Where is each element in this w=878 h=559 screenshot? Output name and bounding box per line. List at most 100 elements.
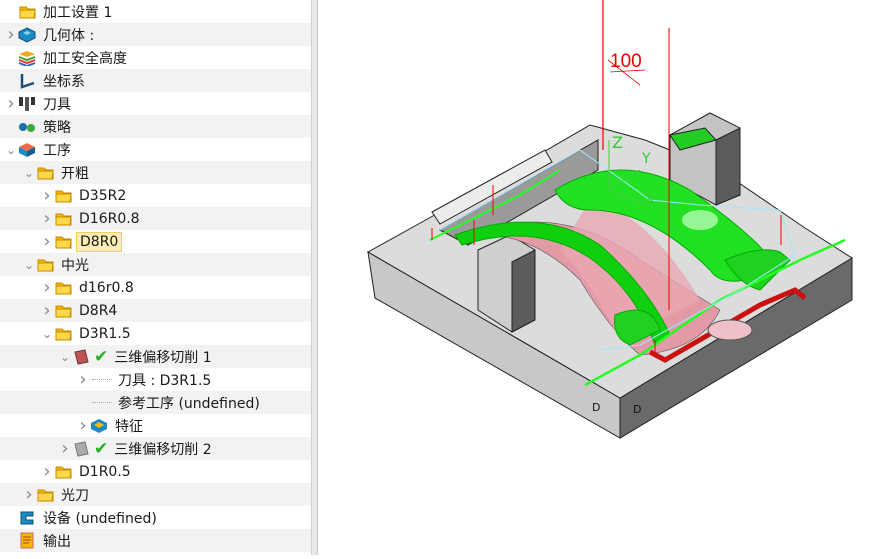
chevron-spacer (4, 69, 18, 92)
tools-icon (18, 95, 36, 113)
folder-icon (18, 3, 36, 21)
tree-item-label: 三维偏移切削 1 (114, 349, 212, 366)
toolpath-gray-icon (72, 440, 90, 458)
chevron-right-icon[interactable]: › (43, 185, 51, 206)
tree-item[interactable]: ⌄ 工序 (0, 138, 311, 161)
toolpath-dome (554, 169, 771, 282)
chevron-down-icon[interactable]: ⌄ (41, 326, 53, 341)
check-icon: ✔ (94, 438, 109, 459)
folder-icon (54, 233, 72, 251)
tree-connector (92, 402, 112, 403)
chevron-right-icon[interactable]: › (43, 277, 51, 298)
tree-item[interactable]: › d16r0.8 (0, 276, 311, 299)
tree-item[interactable]: 参考工序 (undefined) (0, 391, 311, 414)
folder-icon (36, 164, 54, 182)
tree-item-label: 开粗 (61, 165, 89, 182)
tree-item[interactable]: ⌄ 中光 (0, 253, 311, 276)
tree-item-label: 三维偏移切削 2 (114, 441, 212, 458)
chevron-spacer (4, 115, 18, 138)
tree-item-label: 刀具 (43, 96, 71, 113)
folder-icon (54, 187, 72, 205)
output-icon (18, 532, 36, 550)
operation-tree[interactable]: 加工设置 1›几何体 :加工安全高度坐标系›刀具策略⌄工序⌄开粗›D35R2›D… (0, 0, 312, 555)
tree-item[interactable]: ›特征 (0, 414, 311, 437)
tree-item[interactable]: › 几何体 : (0, 23, 311, 46)
toolpath-icon (72, 348, 90, 366)
tree-item[interactable]: ›D1R0.5 (0, 460, 311, 483)
gears-icon (18, 118, 36, 136)
tree-item[interactable]: › 刀具 (0, 92, 311, 115)
tree-item[interactable]: › 光刀 (0, 483, 311, 506)
chevron-right-icon[interactable]: › (43, 461, 51, 482)
3d-viewport[interactable]: 100 Z Y X D D (318, 0, 878, 555)
chevron-spacer (4, 46, 18, 69)
tree-item-label: D16R0.8 (79, 210, 140, 227)
tree-item[interactable]: 设备 (undefined) (0, 506, 311, 529)
feature-icon (90, 417, 108, 435)
red-rod (648, 287, 807, 363)
chevron-down-icon[interactable]: ⌄ (23, 257, 35, 272)
folder-icon (54, 302, 72, 320)
tree-scrollbar[interactable] (312, 0, 318, 555)
geometry-icon (18, 26, 36, 44)
tree-item[interactable]: ›D8R4 (0, 299, 311, 322)
tree-item[interactable]: › ✔ 三维偏移切削 2 (0, 437, 311, 460)
chevron-right-icon[interactable]: › (43, 300, 51, 321)
part-model: 100 Z Y X D D (366, 0, 853, 439)
chevron-right-icon[interactable]: › (25, 484, 33, 505)
dimension-label: 100 (610, 51, 642, 72)
tree-item-label: D8R0 (76, 231, 123, 252)
tree-connector (92, 379, 112, 380)
tree-item-label: 几何体 : (43, 27, 95, 44)
chevron-right-icon[interactable]: › (7, 24, 15, 45)
tree-item[interactable]: › D35R2 (0, 184, 311, 207)
tree-item-label: d16r0.8 (79, 279, 134, 296)
chevron-spacer (4, 529, 18, 552)
tree-item[interactable]: 策略 (0, 115, 311, 138)
part-mark: D (633, 403, 641, 416)
tree-item[interactable]: › D8R0 (0, 230, 311, 253)
folder-icon (36, 486, 54, 504)
chevron-spacer (4, 0, 18, 23)
tree-item-label: D35R2 (79, 187, 127, 204)
tree-item[interactable]: ›刀具 : D3R1.5 (0, 368, 311, 391)
chevron-right-icon[interactable]: › (43, 208, 51, 229)
tree-item[interactable]: ⌄ D3R1.5 (0, 322, 311, 345)
coordinate-system-icon (18, 72, 36, 90)
tree-item[interactable]: 输出 (0, 529, 311, 552)
tree-item[interactable]: 加工安全高度 (0, 46, 311, 69)
chevron-right-icon[interactable]: › (61, 438, 69, 459)
chevron-down-icon[interactable]: ⌄ (23, 165, 35, 180)
axis-y-label: Y (641, 151, 651, 167)
tree-item-label: D3R1.5 (79, 325, 131, 342)
tree-item[interactable]: 加工设置 1 (0, 0, 311, 23)
folder-icon (54, 463, 72, 481)
tree-item[interactable]: ⌄ 开粗 (0, 161, 311, 184)
tree-item-label: 策略 (43, 119, 71, 136)
chevron-right-icon[interactable]: › (79, 415, 87, 436)
tree-item[interactable]: › D16R0.8 (0, 207, 311, 230)
folder-icon (54, 210, 72, 228)
chevron-right-icon[interactable]: › (79, 369, 87, 390)
chevron-right-icon[interactable]: › (43, 231, 51, 252)
chevron-right-icon[interactable]: › (7, 93, 15, 114)
tree-item-label: 光刀 (61, 487, 89, 504)
chevron-down-icon[interactable]: ⌄ (59, 349, 71, 364)
tree-item-label: 输出 (43, 533, 71, 550)
chevron-down-icon[interactable]: ⌄ (5, 142, 17, 157)
tree-item-label: 参考工序 (undefined) (118, 395, 260, 412)
axis-z-label: Z (612, 133, 623, 152)
tree-item-label: 中光 (61, 257, 89, 274)
tree-item-label: 工序 (43, 142, 71, 159)
axis-x-label: X (645, 191, 655, 207)
tree-item-label: 设备 (undefined) (43, 510, 157, 527)
check-icon: ✔ (94, 346, 109, 367)
chevron-spacer (4, 506, 18, 529)
folder-icon (54, 325, 72, 343)
tree-item[interactable]: 坐标系 (0, 69, 311, 92)
tree-item-label: 加工安全高度 (43, 50, 127, 67)
tree-item[interactable]: ⌄ ✔ 三维偏移切削 1 (0, 345, 311, 368)
folder-icon (54, 279, 72, 297)
folder-icon (36, 256, 54, 274)
tree-item-label: 加工设置 1 (43, 4, 113, 21)
